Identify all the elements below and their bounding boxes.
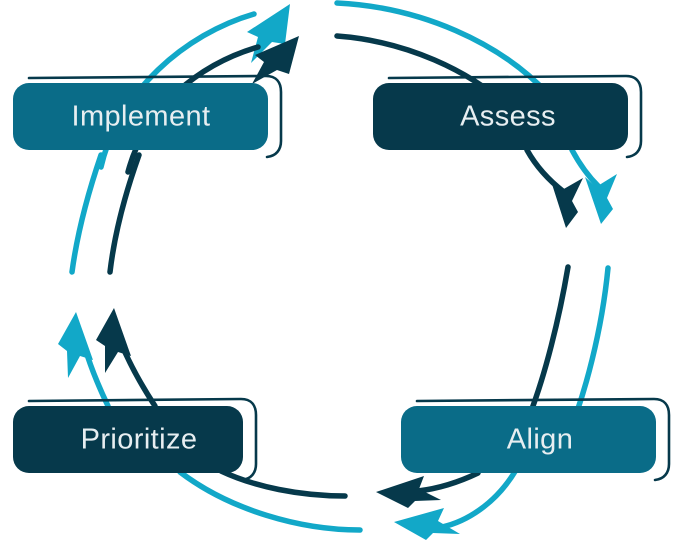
- node-implement-box[interactable]: [13, 83, 268, 150]
- node-assess-outline: [387, 74, 643, 159]
- node-assess[interactable]: Assess: [373, 74, 643, 159]
- connector-assess-to-align-cyan-arc: [569, 147, 602, 190]
- connector-assess-to-align-cyan-arrowhead: [585, 174, 617, 224]
- node-assess-box[interactable]: [373, 83, 628, 150]
- connector-align-to-prioritize-cyan-arrowhead: [394, 508, 460, 540]
- node-align-outline: [415, 397, 671, 482]
- node-align-label: Align: [507, 424, 574, 456]
- connector-implement-to-assess-navy-arrowhead: [252, 36, 299, 84]
- connector-align-to-prioritize-navy-tail: [218, 468, 348, 499]
- connector-align-to-prioritize-cyan-tail: [177, 469, 363, 533]
- node-prioritize-outline: [27, 397, 258, 482]
- node-implement[interactable]: Implement: [13, 74, 283, 159]
- connector-prioritize-to-implement-navy-arrowhead: [96, 308, 131, 373]
- node-assess-label: Assess: [460, 101, 556, 133]
- connector-prioritize-to-implement-navy-tail: [107, 152, 142, 275]
- node-prioritize-label: Prioritize: [81, 424, 198, 456]
- connector-prioritize-to-implement-cyan-tail: [69, 152, 104, 275]
- connector-prioritize-to-implement: [58, 152, 158, 409]
- connector-align-to-prioritize-navy-arrowhead: [376, 476, 441, 508]
- connector-assess-to-align-navy-arrowhead: [551, 178, 583, 228]
- connector-assess-to-align-navy-arc: [524, 147, 567, 195]
- node-prioritize-box[interactable]: [13, 406, 243, 473]
- node-implement-outline: [27, 74, 283, 159]
- connector-align-to-prioritize: [177, 467, 519, 540]
- node-align[interactable]: Align: [401, 397, 671, 482]
- connector-implement-to-assess-cyan-tail: [334, 0, 552, 98]
- node-prioritize[interactable]: Prioritize: [13, 397, 258, 482]
- connector-align-to-prioritize-navy-arc: [415, 470, 481, 494]
- connector-align-to-prioritize-cyan-arc: [439, 467, 519, 530]
- connector-prioritize-to-implement-cyan-arrowhead: [58, 312, 93, 378]
- node-implement-label: Implement: [72, 101, 211, 133]
- connector-assess-to-align: [524, 147, 617, 441]
- connector-assess-to-align-navy-tail: [527, 264, 571, 417]
- node-align-box[interactable]: [401, 406, 656, 473]
